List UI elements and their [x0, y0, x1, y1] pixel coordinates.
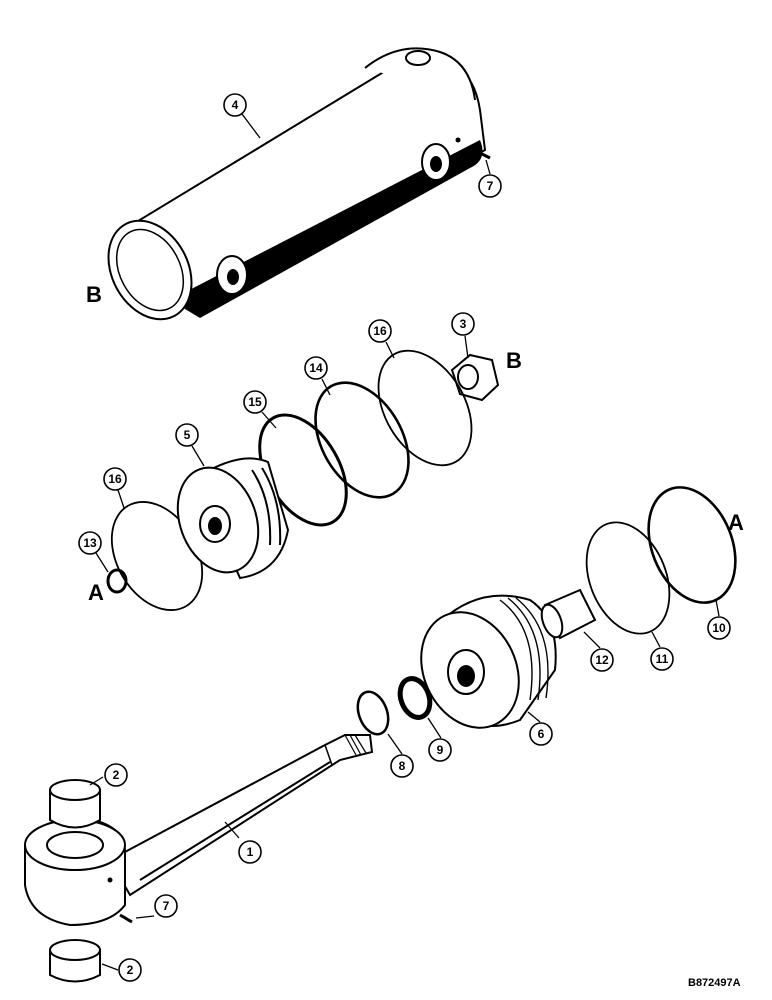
ring-8 — [356, 690, 390, 736]
svg-text:6: 6 — [538, 727, 545, 741]
grease-fitting-top — [477, 150, 491, 160]
match-letter-b-tube: B — [86, 282, 102, 307]
piston — [176, 457, 290, 580]
callout-2-upper: 2 — [104, 763, 128, 787]
callout-6: 6 — [529, 722, 553, 746]
svg-text:7: 7 — [487, 179, 494, 193]
callout-7-top: 7 — [478, 174, 502, 198]
ring-13 — [106, 568, 128, 594]
bushing-upper — [49, 779, 101, 829]
callout-5: 5 — [175, 423, 199, 447]
callout-13: 13 — [78, 531, 102, 555]
callout-9: 9 — [428, 738, 452, 762]
callout-11: 11 — [650, 647, 674, 671]
match-letter-b-nut: B — [506, 348, 522, 373]
cylinder-tube — [107, 47, 487, 321]
bushing-12 — [540, 588, 597, 640]
callout-2-lower: 2 — [118, 958, 142, 982]
match-letter-a-ring: A — [88, 580, 104, 605]
svg-text:14: 14 — [309, 361, 323, 375]
callout-14: 14 — [304, 356, 328, 380]
callout-12: 12 — [590, 648, 614, 672]
svg-text:9: 9 — [437, 743, 444, 757]
grease-fitting-bottom — [119, 913, 133, 924]
callout-3: 3 — [451, 312, 475, 336]
callout-1: 1 — [238, 840, 262, 864]
svg-text:4: 4 — [232, 98, 239, 112]
seal-ring-16-upper — [377, 349, 473, 467]
svg-text:12: 12 — [595, 653, 609, 667]
svg-text:1: 1 — [247, 845, 254, 859]
callout-10: 10 — [707, 616, 731, 640]
svg-text:5: 5 — [184, 428, 191, 442]
ring-11 — [585, 521, 671, 635]
figure-reference-number: B872497A — [688, 977, 741, 989]
svg-text:2: 2 — [113, 768, 120, 782]
match-letter-a-seal: A — [728, 510, 744, 535]
svg-text:15: 15 — [248, 395, 262, 409]
nut — [450, 353, 500, 402]
callout-7-bottom: 7 — [154, 894, 178, 918]
svg-text:10: 10 — [712, 621, 726, 635]
bushing-lower — [49, 939, 101, 983]
svg-text:7: 7 — [163, 899, 170, 913]
svg-text:3: 3 — [460, 317, 467, 331]
svg-text:2: 2 — [127, 963, 134, 977]
svg-text:11: 11 — [656, 652, 669, 666]
ring-10 — [647, 486, 737, 604]
leader-lines — [89, 113, 720, 971]
svg-text:8: 8 — [399, 759, 406, 773]
callout-16-lower: 16 — [103, 467, 127, 491]
svg-text:13: 13 — [83, 536, 97, 550]
callout-16-upper: 16 — [368, 319, 392, 343]
piston-rod — [24, 734, 374, 927]
callout-15: 15 — [243, 390, 267, 414]
ring-14 — [314, 381, 410, 499]
wear-ring-9 — [397, 676, 433, 720]
gland — [420, 594, 557, 729]
svg-text:16: 16 — [373, 324, 387, 338]
callout-8: 8 — [390, 754, 414, 778]
callout-4: 4 — [223, 93, 247, 117]
svg-text:16: 16 — [108, 472, 122, 486]
